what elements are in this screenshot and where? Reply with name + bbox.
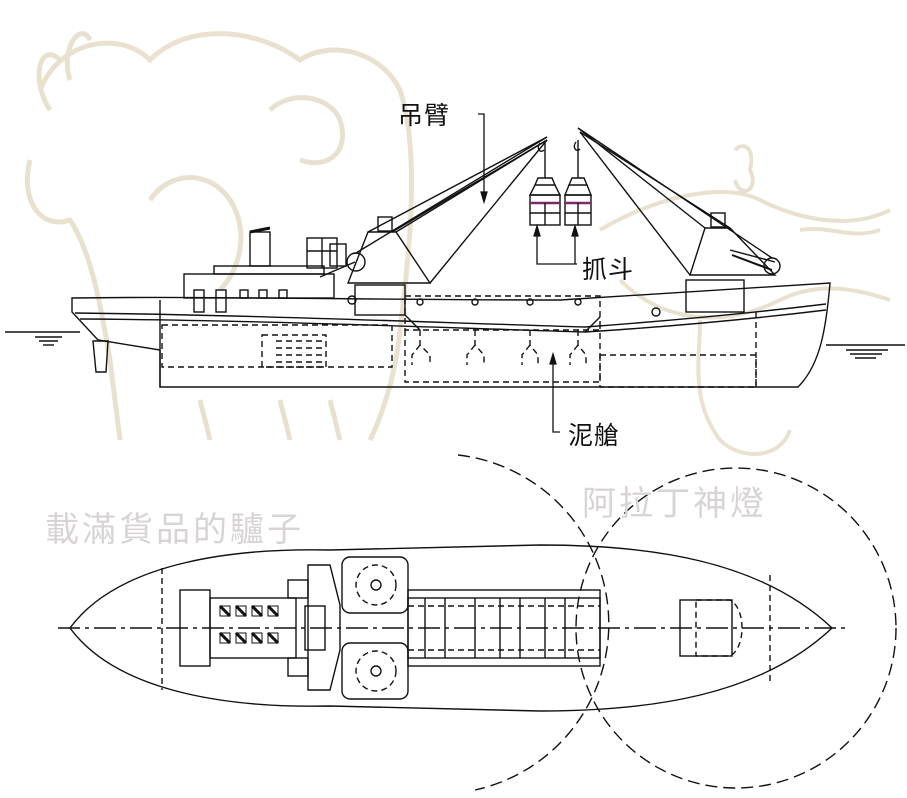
mud-hold bbox=[404, 325, 757, 388]
deck-line bbox=[74, 303, 827, 328]
grab-bucket-right bbox=[563, 177, 593, 226]
hold-leader bbox=[552, 355, 560, 433]
plan-view bbox=[58, 454, 897, 791]
watermark-lamp-sketch bbox=[598, 144, 891, 456]
boom-leader bbox=[478, 113, 485, 200]
waterline-right bbox=[826, 344, 905, 359]
watermark-right-text: 阿拉丁神燈 bbox=[582, 484, 767, 524]
engine-room bbox=[161, 324, 393, 368]
aft-crane bbox=[346, 136, 548, 331]
grab-leader bbox=[536, 228, 577, 265]
grab-label: 抓斗 bbox=[582, 255, 635, 284]
leader-lines bbox=[478, 113, 579, 433]
fore-crane bbox=[577, 127, 781, 333]
watermark-donkey-sketch bbox=[24, 31, 415, 442]
superstructure bbox=[183, 226, 356, 313]
slewing-circle-fore bbox=[575, 467, 897, 789]
grab-bucket-left bbox=[528, 177, 562, 226]
side-elevation bbox=[5, 127, 905, 388]
boom-label: 吊臂 bbox=[398, 101, 451, 130]
rudder bbox=[92, 340, 109, 373]
hold-label: 泥艙 bbox=[568, 421, 621, 450]
slewing-circle-aft bbox=[457, 454, 610, 791]
grille bbox=[218, 604, 280, 645]
watermark-left-text: 載滿貨品的驢子 bbox=[45, 510, 304, 550]
waterline-left bbox=[5, 331, 80, 346]
